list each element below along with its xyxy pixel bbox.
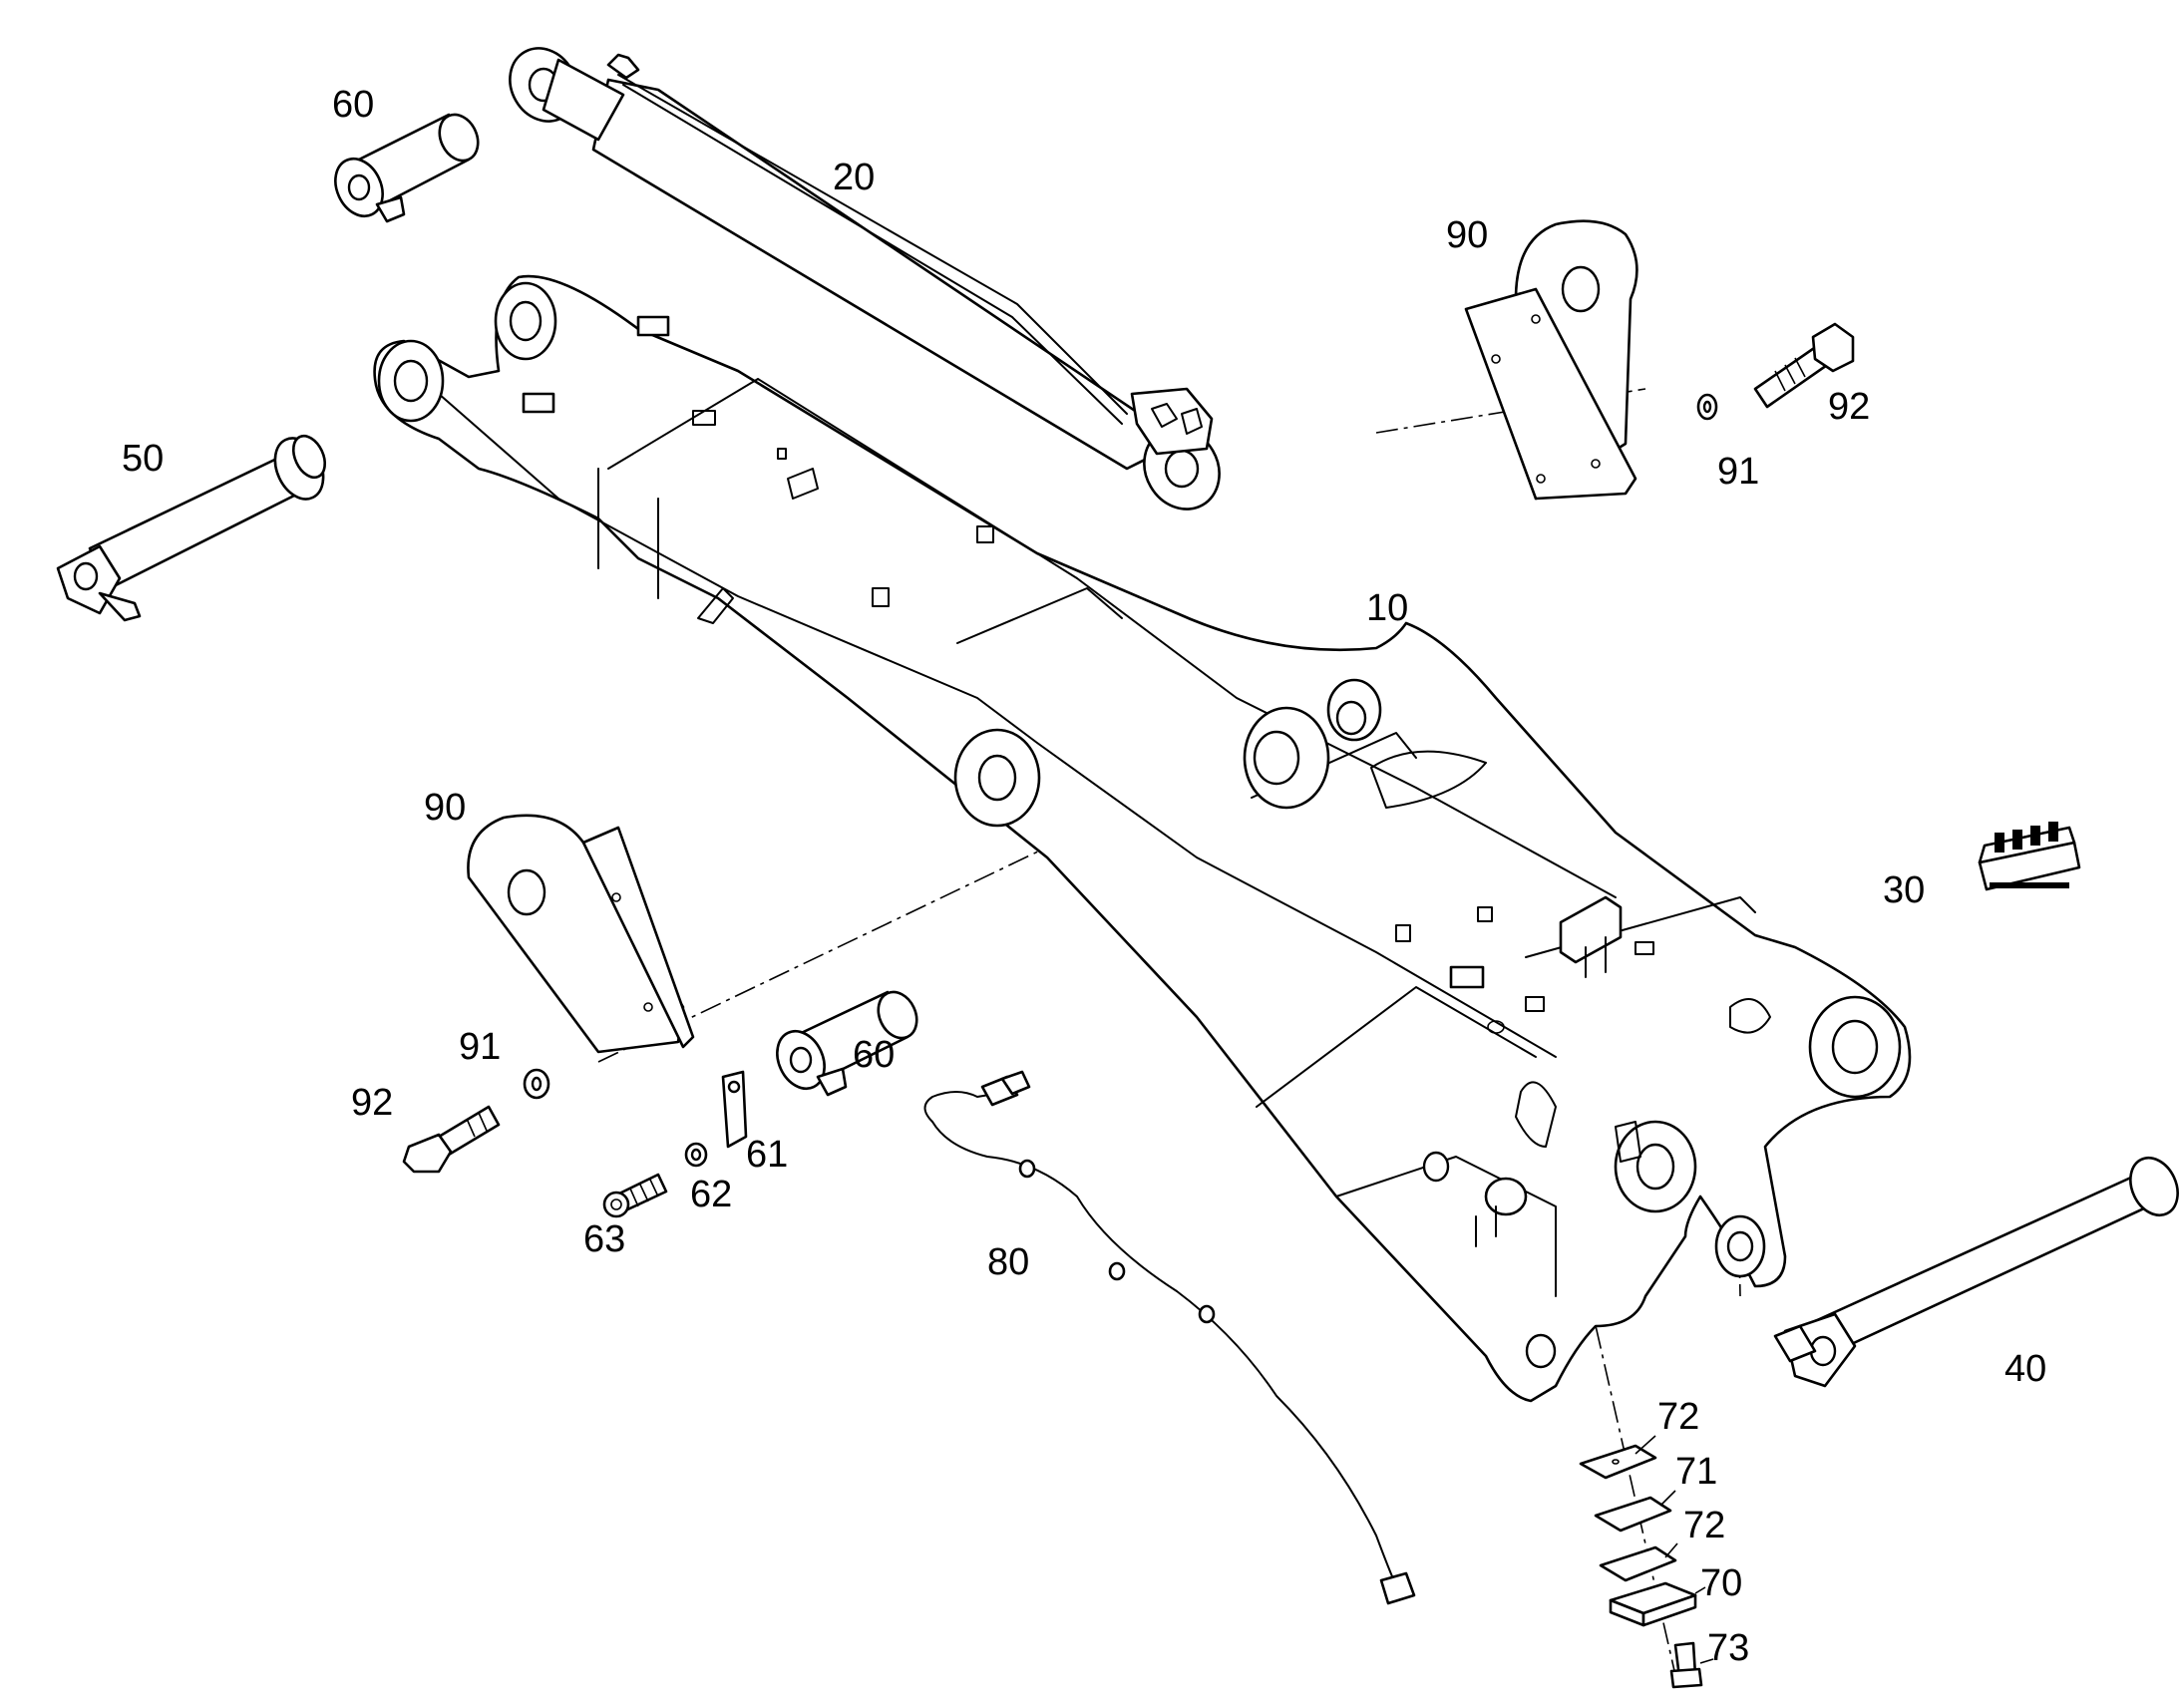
callout-61: 61: [746, 1134, 788, 1176]
callout-labels: 10 20 30 40 50 60 60 61 62 63 70 71 72 7…: [122, 84, 2046, 1669]
wear-plate: [1609, 1581, 1697, 1627]
bushing-mid: [776, 990, 918, 1097]
retaining-tab: [721, 1070, 748, 1149]
hex-bolt-small: [1669, 1641, 1703, 1689]
shim-71: [1594, 1496, 1672, 1533]
connector-block: [1978, 822, 2081, 891]
callout-92-top: 92: [1828, 386, 1870, 428]
pin-left: [56, 434, 327, 622]
washer-top-right: [1696, 393, 1718, 421]
callout-70: 70: [1700, 1562, 1742, 1604]
bracket-top-right: [1464, 219, 1638, 501]
cap-screw: [602, 1173, 668, 1218]
bracket-left: [467, 814, 695, 1054]
callout-30: 30: [1883, 869, 1925, 911]
callout-62: 62: [690, 1174, 732, 1215]
callout-10: 10: [1366, 587, 1408, 629]
washer-left: [523, 1068, 550, 1100]
cable-harness: [923, 1070, 1416, 1605]
callout-60-mid: 60: [853, 1034, 895, 1076]
callout-71: 71: [1675, 1451, 1717, 1493]
shim-top: [1579, 1444, 1657, 1480]
callout-20: 20: [833, 157, 875, 198]
callout-63: 63: [583, 1218, 625, 1260]
washer-small: [684, 1142, 708, 1168]
callout-92-left: 92: [351, 1082, 393, 1124]
callout-50: 50: [122, 438, 164, 480]
bracket-2: [1449, 965, 1485, 989]
callout-72-upper: 72: [1657, 1396, 1699, 1438]
callout-60-top: 60: [332, 84, 374, 126]
centerline-top-right: [1375, 388, 1646, 434]
bushing-top: [334, 113, 480, 223]
leader-lines: [1635, 1435, 1714, 1664]
boom-frame: [373, 274, 1912, 1403]
callout-90-top: 90: [1446, 214, 1488, 256]
callout-73: 73: [1707, 1627, 1749, 1669]
callout-90-left: 90: [424, 787, 466, 829]
bracket-1: [1559, 895, 1623, 964]
callout-91-top: 91: [1717, 451, 1759, 493]
callout-80: 80: [987, 1241, 1029, 1283]
hex-bolt-top-right: [1753, 322, 1855, 409]
callout-72-lower: 72: [1683, 1505, 1725, 1546]
hex-bolt-left: [402, 1105, 501, 1174]
hydraulic-cylinder: [509, 47, 1221, 511]
callout-40: 40: [2004, 1348, 2046, 1390]
pin-right: [1773, 1156, 2179, 1388]
callout-91-left: 91: [459, 1026, 501, 1068]
shim-72-lower: [1599, 1545, 1677, 1582]
